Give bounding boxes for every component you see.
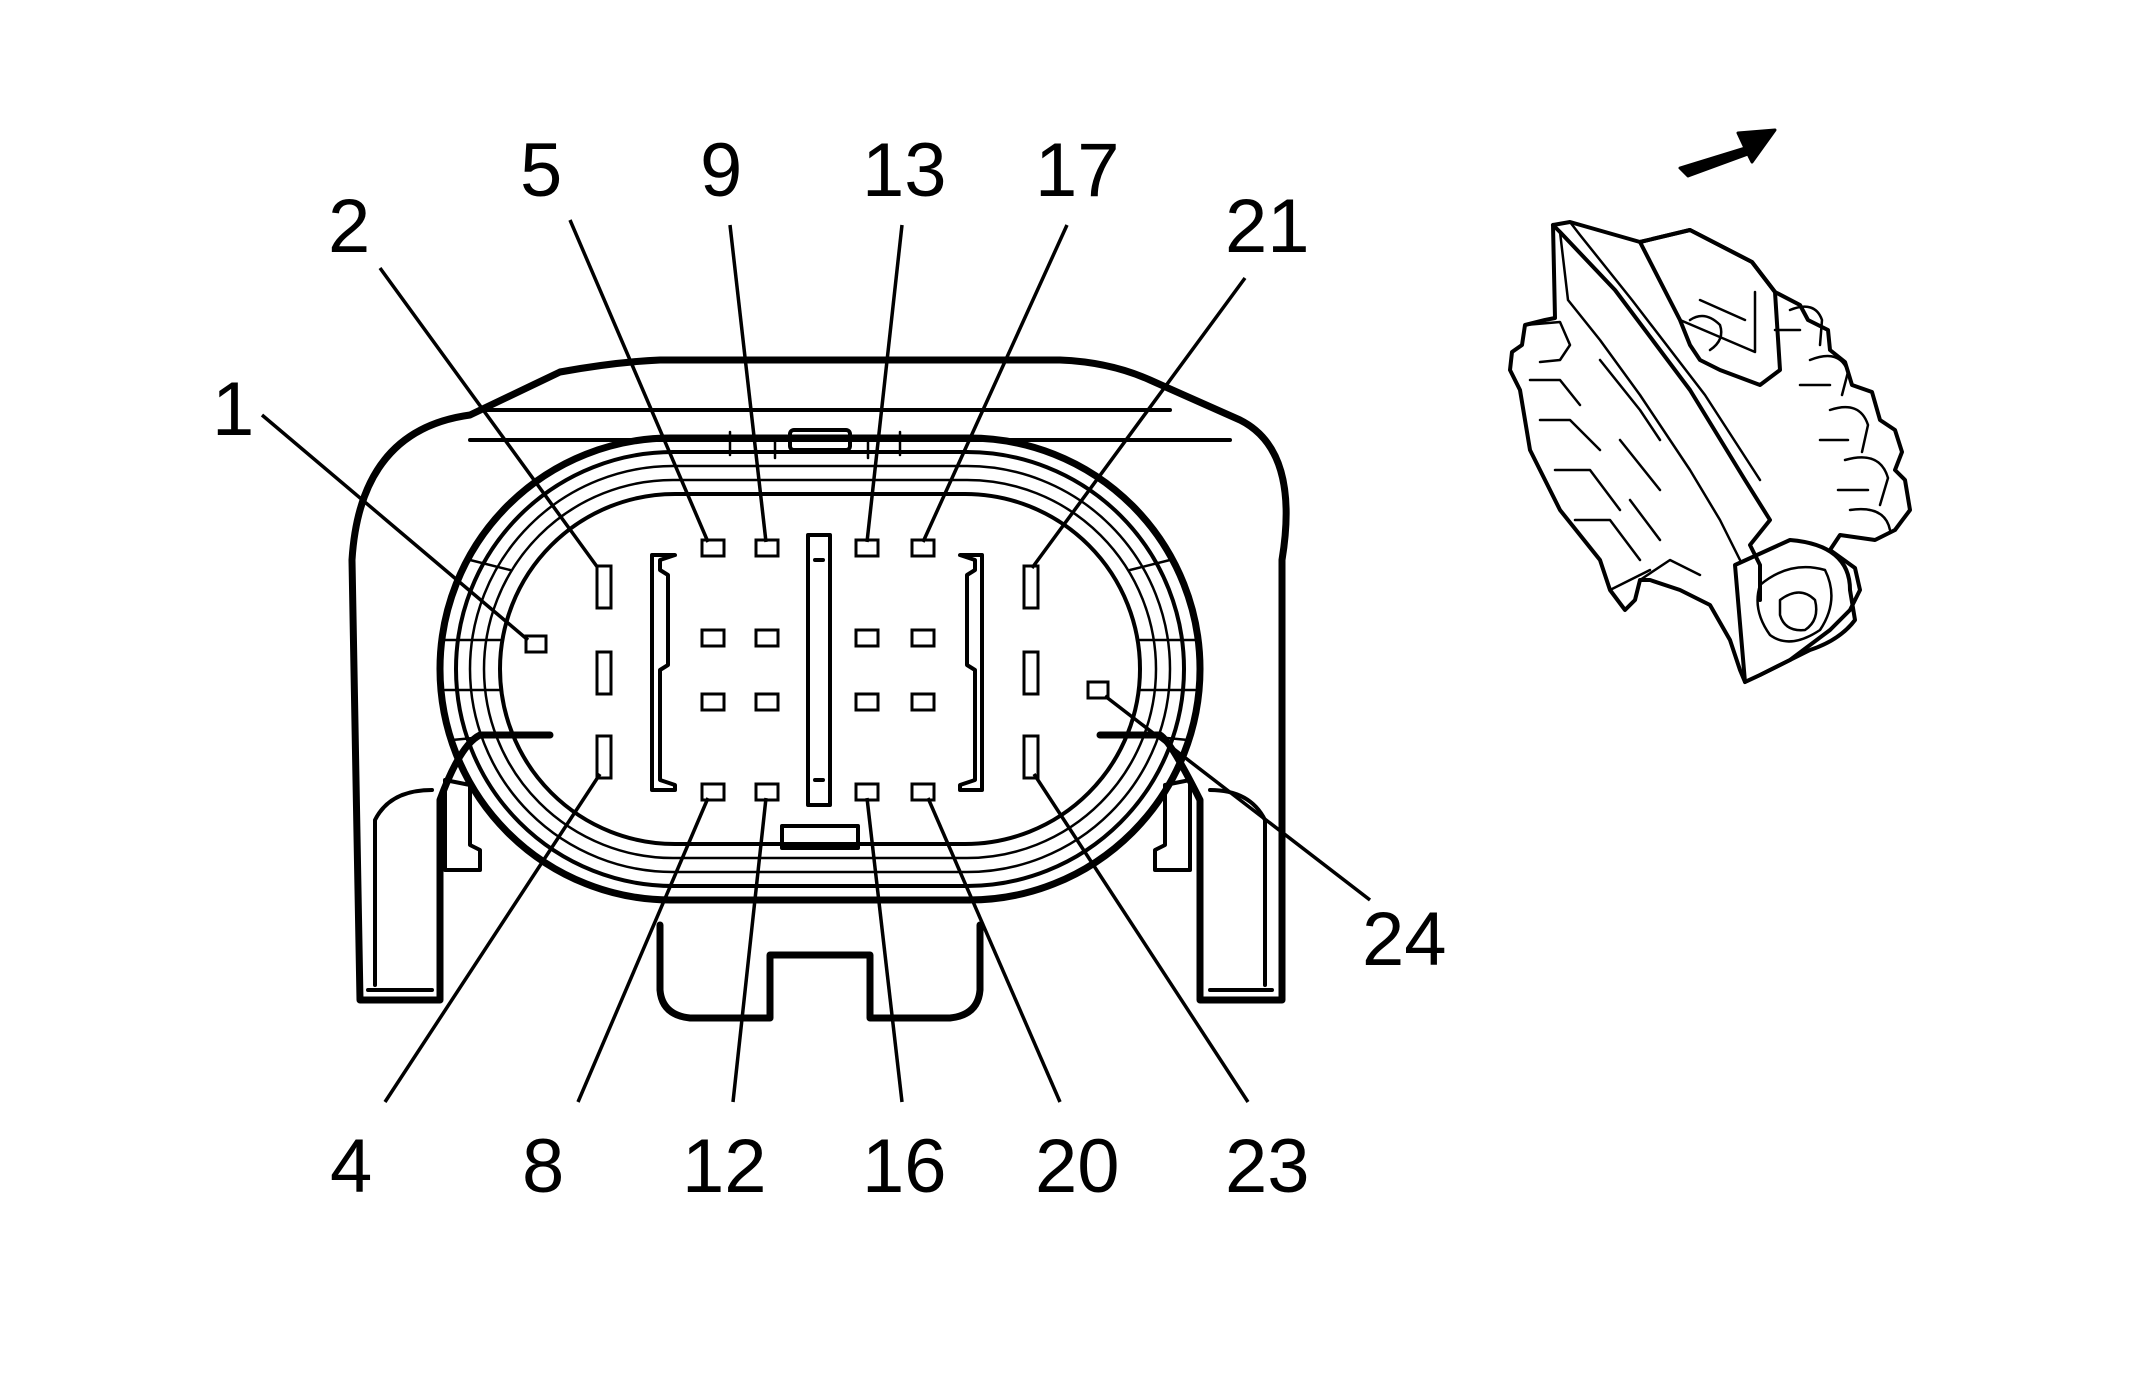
seal-ring-4 [482, 478, 1158, 860]
pin-cavity-17 [910, 538, 936, 558]
pin-cavity-18 [910, 628, 936, 648]
pin-label-9: 9 [700, 128, 742, 213]
pin-label-2: 2 [328, 184, 370, 269]
pin-label-13: 13 [862, 128, 947, 213]
pin-cavity-7 [700, 692, 726, 712]
pin-cavity-2 [595, 564, 613, 610]
seal-ring-outer [436, 434, 1204, 904]
leader-23 [1032, 773, 1250, 1103]
connector-face-view: 1 2 4 5 8 9 12 13 16 17 20 21 23 24 [212, 128, 1447, 1209]
leader-5 [568, 219, 710, 543]
pin-cavity-11 [754, 692, 780, 712]
leader-17 [921, 224, 1069, 543]
top-latch-ribs [728, 430, 902, 460]
pin-cavity-14 [854, 628, 880, 648]
leader-8 [576, 797, 710, 1103]
pin-label-1: 1 [212, 367, 254, 452]
pin-cavity-24 [1086, 680, 1110, 700]
pin-cavity-9 [754, 538, 780, 558]
leader-2 [378, 266, 600, 570]
bottom-key-notch [780, 824, 860, 850]
bottom-key [656, 921, 984, 1022]
pin-cavity-20 [910, 782, 936, 802]
pin-labels: 1 2 4 5 8 9 12 13 16 17 20 21 23 24 [212, 128, 1447, 1209]
side-ribs-right [1128, 558, 1202, 742]
connector-housing-outline [348, 356, 1290, 1004]
pin-label-23: 23 [1225, 1124, 1310, 1209]
leader-9 [728, 224, 768, 543]
pin-label-21: 21 [1225, 184, 1310, 269]
leader-24 [1103, 694, 1372, 902]
pin-label-4: 4 [330, 1124, 372, 1209]
pin-cavity-8 [700, 782, 726, 802]
pin-cavity-1 [524, 634, 548, 654]
connector-isometric-view [1508, 220, 1912, 684]
pin-label-16: 16 [862, 1124, 947, 1209]
pin-cavity-13 [854, 538, 880, 558]
pin-cavity-3 [595, 650, 613, 696]
leader-16 [865, 797, 904, 1103]
pin-label-12: 12 [682, 1124, 767, 1209]
leader-4 [383, 773, 602, 1103]
pin-cavity-6 [700, 628, 726, 648]
housing-left-inner [366, 788, 434, 992]
seal-ring-3 [468, 464, 1172, 874]
seal-ring-inner [498, 492, 1142, 846]
pin-cavity-21 [1022, 564, 1040, 610]
leader-20 [926, 797, 1062, 1103]
leader-13 [865, 224, 904, 543]
pin-cavity-10 [754, 628, 780, 648]
pin-label-8: 8 [522, 1124, 564, 1209]
view-direction-arrow-icon [1678, 128, 1777, 178]
leader-12 [731, 797, 768, 1103]
leader-21 [1030, 276, 1247, 570]
side-ribs-left [438, 558, 512, 742]
divider-left [650, 553, 677, 792]
housing-right-inner [1208, 788, 1274, 992]
seal-ring-2 [454, 450, 1186, 888]
pin-cavity-5 [700, 538, 726, 558]
pin-cavity-4 [595, 734, 613, 780]
divider-center [806, 533, 832, 807]
divider-right [958, 553, 984, 792]
pin-label-17: 17 [1035, 128, 1120, 213]
pin-label-24: 24 [1362, 897, 1447, 982]
pin-cavity-22 [1022, 650, 1040, 696]
pin-cavity-15 [854, 692, 880, 712]
pin-label-5: 5 [520, 128, 562, 213]
leader-lines [260, 219, 1372, 1103]
pin-cavity-19 [910, 692, 936, 712]
pin-cavity-16 [854, 782, 880, 802]
pin-cavity-12 [754, 782, 780, 802]
pin-label-20: 20 [1035, 1124, 1120, 1209]
pin-cavities [524, 538, 1110, 802]
pin-cavity-23 [1022, 734, 1040, 780]
leader-1 [260, 413, 530, 642]
